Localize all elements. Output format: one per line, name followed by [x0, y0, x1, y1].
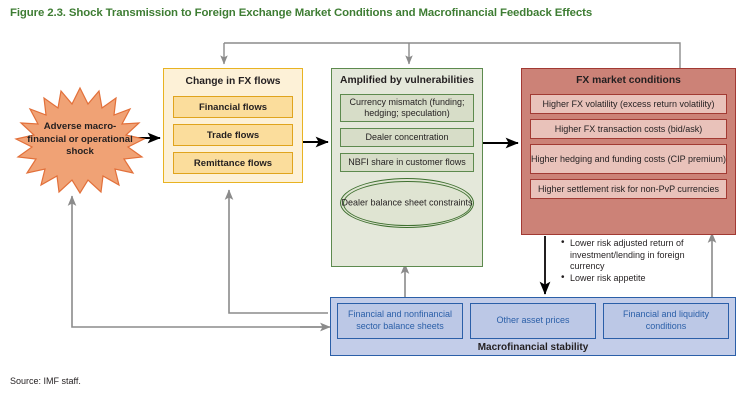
- ellipse-inner-ring: [342, 180, 472, 226]
- page-title: Figure 2.3. Shock Transmission to Foreig…: [10, 7, 593, 19]
- feedback-stability-to-shock: [67, 195, 328, 328]
- feedback-top-trunk: [224, 42, 681, 68]
- stability-item-asset-prices[interactable]: Other asset prices: [470, 303, 596, 339]
- source-note: Source: IMF staff.: [10, 376, 81, 386]
- impact-bullet-list: Lower risk adjusted return of investment…: [559, 237, 719, 285]
- vulnerability-ellipse-label: Dealer balance sheet constraints: [341, 197, 473, 208]
- adverse-shock-starburst: Adverse macro-financial or operational s…: [6, 86, 154, 195]
- feedback-stability-to-fx-flows: [224, 189, 328, 314]
- fx-flow-item-remittance[interactable]: Remittance flows: [173, 152, 293, 175]
- stage-title-stability: Macrofinancial stability: [477, 342, 589, 353]
- stage-amplified-by-vulnerabilities[interactable]: Amplified by vulnerabilities Currency mi…: [331, 68, 483, 267]
- starburst-shape: [14, 86, 146, 195]
- market-item-fx-volatility[interactable]: Higher FX volatility (excess return vola…: [530, 94, 727, 115]
- impact-bullet-lower-return: Lower risk adjusted return of investment…: [561, 237, 719, 273]
- market-item-transaction-costs[interactable]: Higher FX transaction costs (bid/ask): [530, 119, 727, 140]
- fx-flow-item-financial[interactable]: Financial flows: [173, 96, 293, 119]
- stage-change-in-fx-flows[interactable]: Change in FX flows Financial flows Trade…: [163, 68, 303, 183]
- shock-label: Adverse macro-financial or operational s…: [27, 121, 133, 158]
- vulnerability-item-currency-mismatch[interactable]: Currency mismatch (funding; hedging; spe…: [340, 94, 474, 123]
- vulnerability-item-nbfi-share[interactable]: NBFI share in customer flows: [340, 153, 474, 173]
- impact-bullet-lower-appetite: Lower risk appetite: [561, 272, 719, 285]
- vulnerability-item-dealer-concentration[interactable]: Dealer concentration: [340, 128, 474, 148]
- fx-flow-item-trade[interactable]: Trade flows: [173, 124, 293, 147]
- market-item-hedging-funding-costs[interactable]: Higher hedging and funding costs (CIP pr…: [530, 144, 727, 175]
- market-item-settlement-risk[interactable]: Higher settlement risk for non-PvP curre…: [530, 179, 727, 200]
- stage-title-market-conditions: FX market conditions: [576, 75, 681, 86]
- stability-item-liquidity-conditions[interactable]: Financial and liquidity conditions: [603, 303, 729, 339]
- stage-macrofinancial-stability[interactable]: Financial and nonfinancial sector balanc…: [330, 297, 736, 356]
- stage-fx-market-conditions[interactable]: FX market conditions Higher FX volatilit…: [521, 68, 736, 235]
- stability-item-balance-sheets[interactable]: Financial and nonfinancial sector balanc…: [337, 303, 463, 339]
- vulnerability-ellipse[interactable]: Dealer balance sheet constraints: [340, 178, 474, 229]
- stability-items-row: Financial and nonfinancial sector balanc…: [337, 303, 729, 339]
- stage-title-vulnerabilities: Amplified by vulnerabilities: [340, 75, 474, 86]
- stage-title-fx-flows: Change in FX flows: [185, 76, 281, 87]
